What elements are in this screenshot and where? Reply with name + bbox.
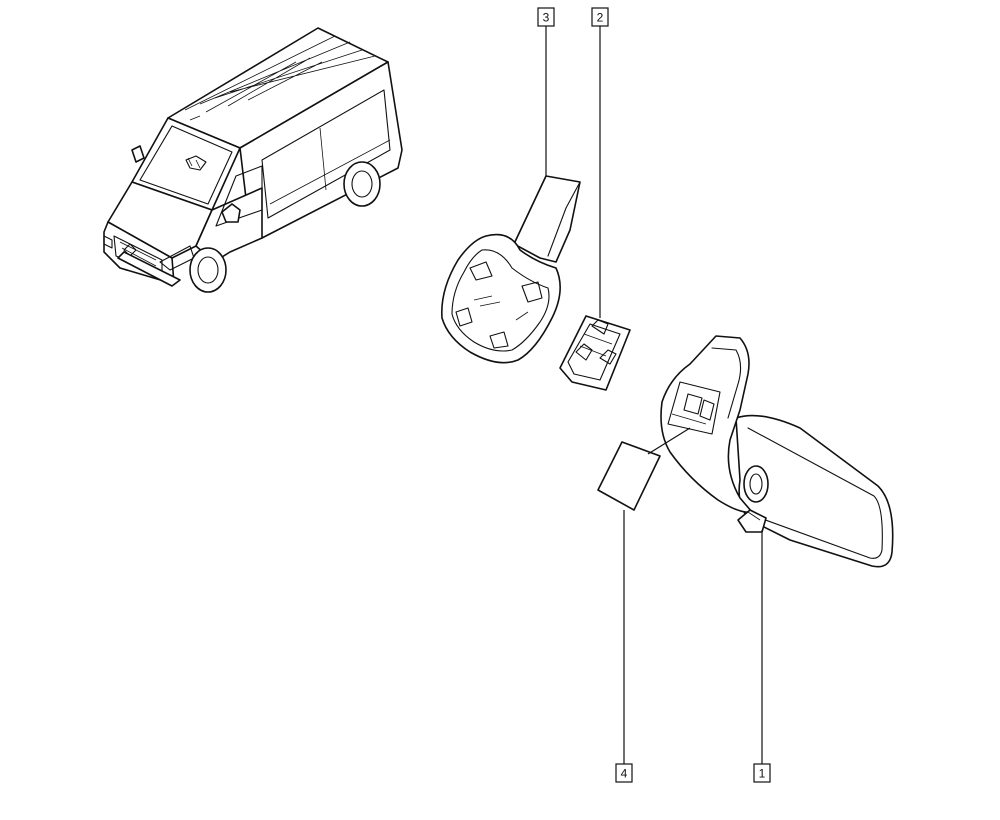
callout-1-label: 1 xyxy=(759,767,766,781)
callout-2: 2 xyxy=(591,7,609,27)
callout-2-label: 2 xyxy=(597,11,604,25)
part-3-mirror-cover xyxy=(441,175,581,364)
callout-1: 1 xyxy=(753,763,771,783)
part-2-mount-bracket xyxy=(559,315,631,391)
callout-4: 4 xyxy=(615,763,633,783)
part-1-interior-mirror xyxy=(660,335,894,568)
part-4-adhesive-pad xyxy=(597,441,661,511)
van-illustration xyxy=(103,27,403,293)
leader-line-4-to-1 xyxy=(647,427,691,455)
callout-4-label: 4 xyxy=(621,767,628,781)
callout-3-label: 3 xyxy=(543,11,550,25)
callout-3: 3 xyxy=(537,7,555,27)
